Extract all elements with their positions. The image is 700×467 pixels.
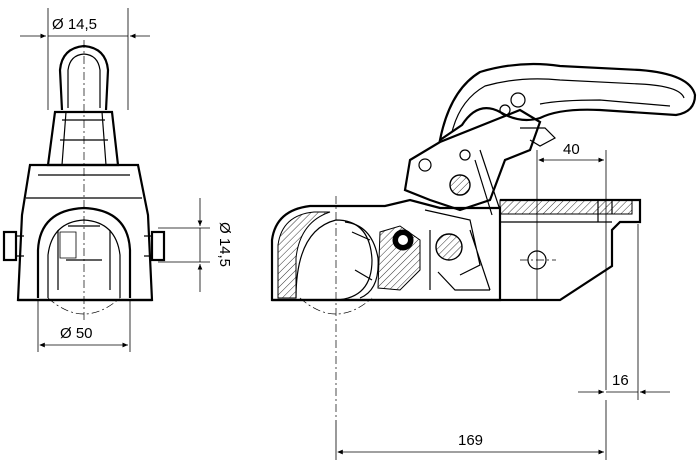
socket-section-hatch bbox=[277, 211, 331, 299]
length-169-label: 169 bbox=[458, 432, 483, 449]
length-169-dimension: 169 bbox=[335, 400, 607, 460]
lever-handle bbox=[438, 62, 697, 143]
side-diameter-dimension: Ø 14,5 bbox=[158, 198, 233, 292]
bottom-diameter-label: Ø 50 bbox=[60, 325, 93, 342]
lever-plate bbox=[403, 108, 542, 212]
side-view bbox=[270, 62, 697, 315]
side-diameter-label: Ø 14,5 bbox=[216, 222, 233, 267]
offset-16-dimension: 16 bbox=[578, 224, 670, 400]
top-diameter-label: Ø 14,5 bbox=[52, 16, 97, 33]
right-knob bbox=[150, 230, 166, 262]
top-diameter-dimension: Ø 14,5 bbox=[20, 8, 150, 110]
drawbar bbox=[500, 198, 642, 302]
front-view bbox=[2, 40, 166, 320]
bottom-diameter-dimension: Ø 50 bbox=[37, 300, 131, 352]
inner-arch bbox=[36, 206, 132, 298]
offset-16-label: 16 bbox=[612, 372, 629, 389]
left-knob bbox=[2, 230, 18, 262]
main-housing bbox=[270, 198, 502, 302]
offset-40-label: 40 bbox=[563, 141, 580, 158]
offset-40-dimension: 40 bbox=[536, 141, 607, 390]
